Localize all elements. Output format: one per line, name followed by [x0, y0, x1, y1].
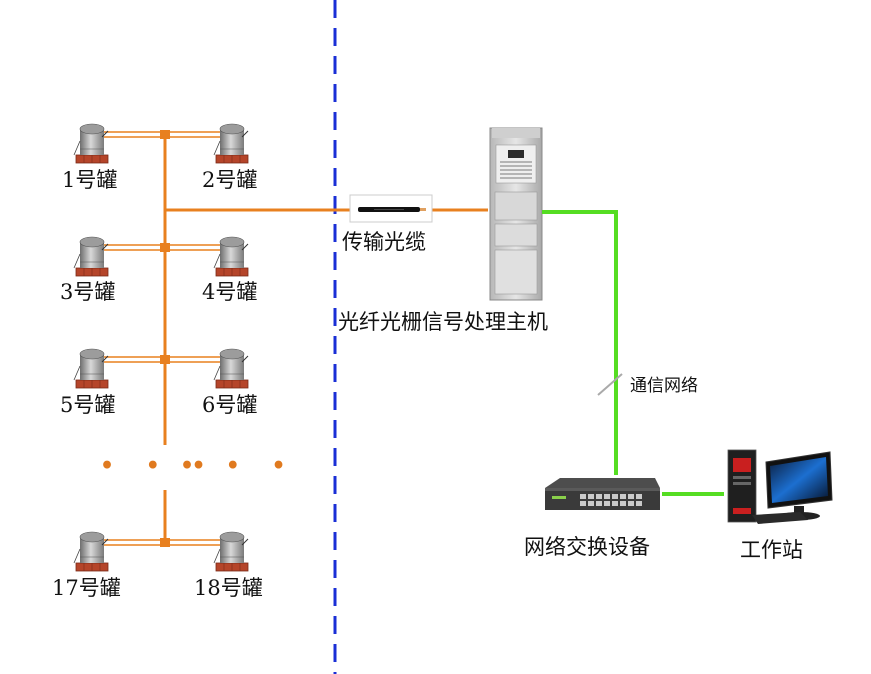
server-rack-icon: [489, 127, 543, 301]
tank-icon-5: [73, 348, 109, 389]
tank-label-17: 17号罐: [52, 576, 121, 600]
tank-icon-2: [213, 123, 249, 164]
fiber-network: [100, 130, 488, 547]
tank-icon-18: [213, 531, 249, 572]
tank-label-2: 2号罐: [202, 168, 258, 192]
tank-label-5: 5号罐: [60, 393, 116, 417]
workstation-label: 工作站: [740, 538, 803, 562]
tank-icon-4: [213, 236, 249, 277]
tank-label-3: 3号罐: [60, 280, 116, 304]
network-slash-mark: [597, 373, 623, 396]
tank-label-4: 4号罐: [202, 280, 258, 304]
cable-label: 传输光缆: [342, 230, 426, 254]
ellipsis-right: • • •: [180, 453, 298, 479]
network-switch-icon: [545, 478, 660, 510]
tank-icon-17: [73, 531, 109, 572]
network-label: 通信网络: [630, 376, 698, 396]
tank-label-6: 6号罐: [202, 393, 258, 417]
tank-icon-3: [73, 236, 109, 277]
ellipsis-left: • • •: [100, 453, 218, 479]
tank-label-18: 18号罐: [194, 576, 263, 600]
communication-network-lines: [542, 210, 724, 496]
host-label: 光纤光栅信号处理主机: [338, 310, 548, 334]
switch-label: 网络交换设备: [524, 535, 650, 559]
tank-icon-6: [213, 348, 249, 389]
tank-label-1: 1号罐: [62, 168, 118, 192]
fiber-cable-icon: [349, 194, 433, 223]
tank-icon-1: [73, 123, 109, 164]
desktop-computer-icon: [727, 449, 833, 524]
